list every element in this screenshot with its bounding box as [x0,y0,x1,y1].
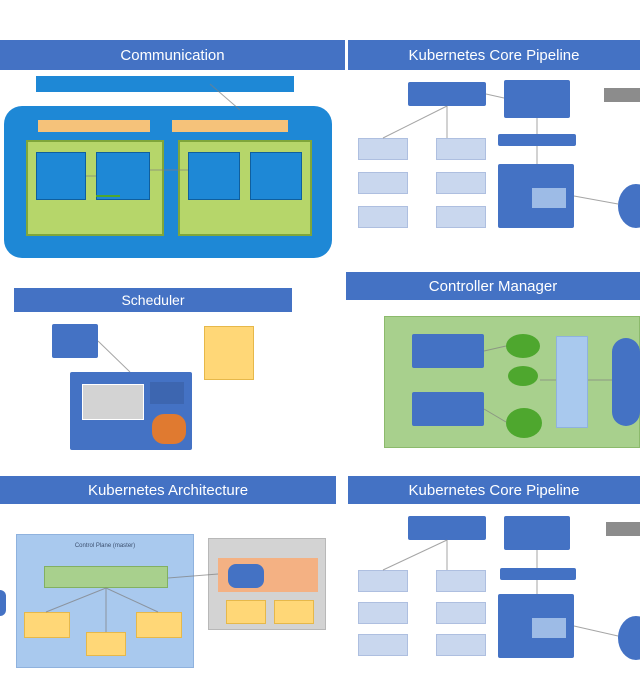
pipeline-bottom-gray-tab [606,522,640,536]
pipeline-bottom-item-3 [358,602,408,624]
scheduler-gray-box [82,384,144,420]
controller-box-2 [412,392,484,426]
section-header-architecture: Kubernetes Architecture [0,476,336,504]
container-box-2 [96,152,150,200]
controller-queue [556,336,588,428]
section-header-core-pipeline-top: Kubernetes Core Pipeline [348,40,640,70]
pipeline-bottom-ellipse [618,616,640,660]
pipeline-top-item-6 [436,206,486,228]
controller-blob-3 [506,408,542,438]
pipeline-top-item-1 [358,138,408,160]
communication-top-bar [36,76,294,92]
architecture-left-node [0,590,6,616]
pipeline-top-gray-tab [604,88,640,102]
container-box-3 [188,152,240,200]
pipeline-bottom-worker-inner [532,618,566,638]
pipeline-bottom-item-6 [436,634,486,656]
pipeline-bottom-store-box [504,516,570,550]
api-server-bar [44,566,168,588]
cp-component-2 [86,632,126,656]
pipeline-top-item-2 [436,138,486,160]
section-header-scheduler: Scheduler [14,288,292,312]
section-header-controller-manager: Controller Manager [346,272,640,300]
container-box-1 [36,152,86,200]
section-header-core-pipeline-bottom: Kubernetes Core Pipeline [348,476,640,504]
pipeline-bottom-item-5 [358,634,408,656]
controller-store [612,338,640,426]
scheduler-note [204,326,254,380]
control-plane-label: Control Plane (master) [74,543,136,549]
pipeline-bottom-api-box [408,516,486,540]
cp-component-3 [136,612,182,638]
scheduler-small-box [52,324,98,358]
container-box-4 [250,152,302,200]
worker-component-2 [274,600,314,624]
worker-node-blue-shape [228,564,264,588]
controller-box-1 [412,334,484,368]
pipeline-bottom-bar [500,568,576,580]
pipeline-top-ellipse [618,184,640,228]
pipeline-top-api-box [408,82,486,106]
pipeline-bottom-item-4 [436,602,486,624]
scheduler-orange-shape [152,414,186,444]
pipeline-top-item-3 [358,172,408,194]
pipeline-top-worker-inner [532,188,566,208]
pipeline-top-store-box [504,80,570,118]
worker-component-1 [226,600,266,624]
pipeline-bottom-item-2 [436,570,486,592]
pipeline-top-item-4 [436,172,486,194]
pod-label-bar-left [38,120,150,132]
cp-component-1 [24,612,70,638]
section-header-communication: Communication [0,40,345,70]
controller-blob-1 [506,334,540,358]
pipeline-top-bar [498,134,576,146]
controller-blob-2 [508,366,538,386]
pipeline-bottom-item-1 [358,570,408,592]
pod-label-bar-right [172,120,288,132]
pipeline-top-item-5 [358,206,408,228]
scheduler-side-label [150,382,184,404]
